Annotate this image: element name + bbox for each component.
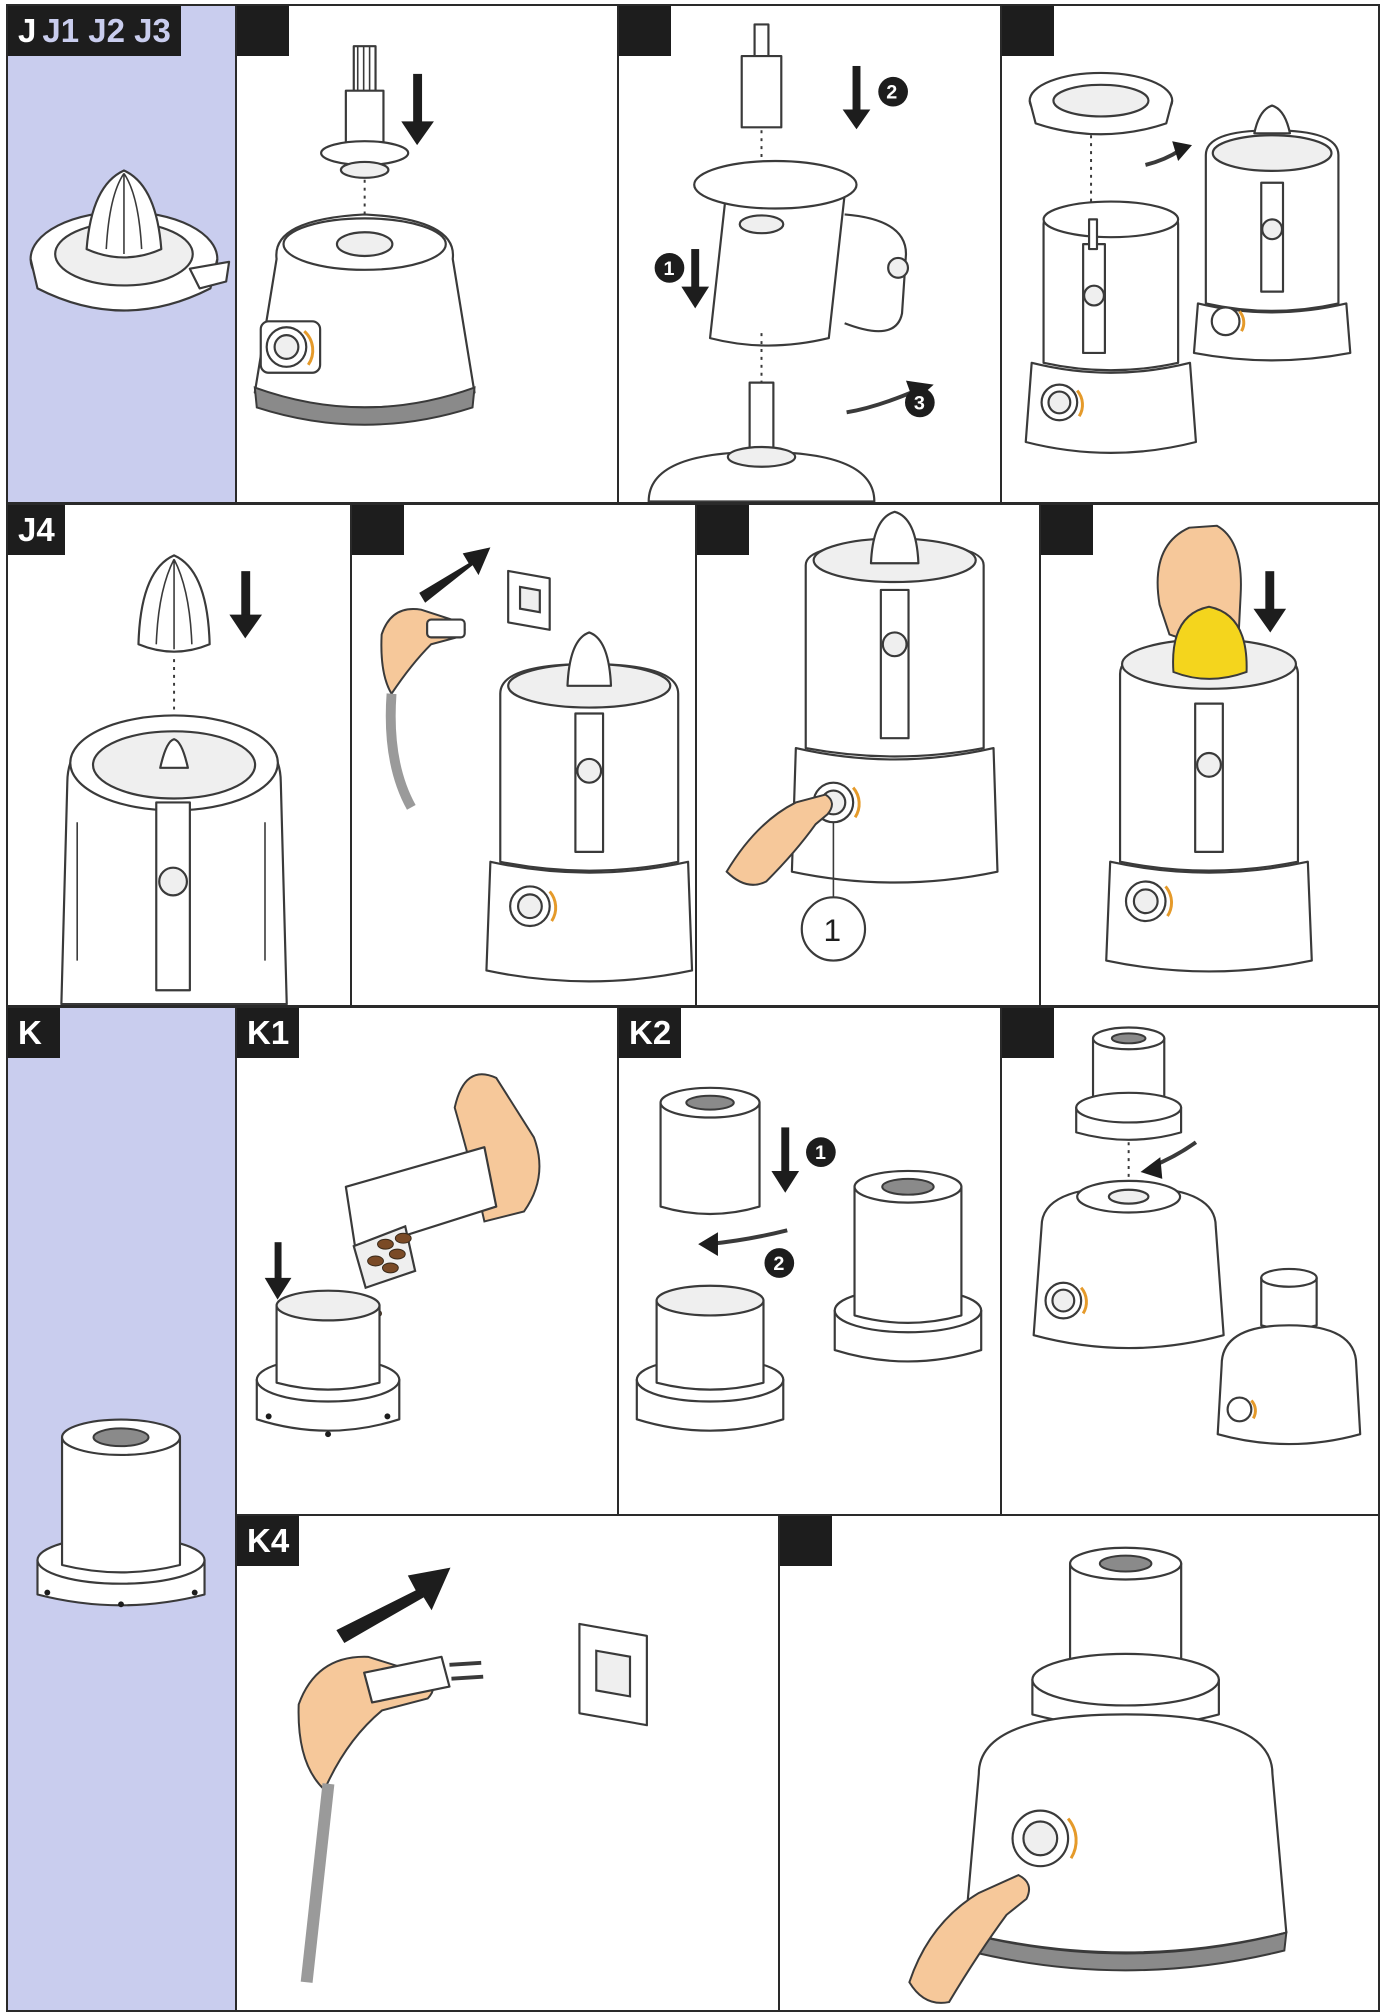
juicer-dome-fitting-illustration [60,554,288,1005]
panel-label-empty [697,505,749,555]
panel-k1: K1 [235,1006,619,1516]
drive-shaft-fitting-illustration [253,45,476,426]
grinder-step-marker-2 [764,1248,795,1278]
panel-step-press-lemon [1039,503,1380,1007]
panel-label-empty [352,505,404,555]
panel-label-j4: J4 [8,505,65,555]
step-marker-1-label: 1 [664,258,675,280]
switch-callout-circle [800,896,867,962]
panel-label-k: K [8,1008,60,1058]
fit-grinder-illustration [1032,1026,1362,1446]
panel-step-plug-in-juicer [350,503,697,1007]
plug-in-juicer-illustration [380,547,694,983]
label-j-sub: J1 J2 J3 [42,12,171,49]
step-marker-1 [654,253,685,283]
step-marker-2-label: 2 [886,82,897,104]
grinder-step-marker-2-label: 2 [773,1253,784,1275]
panel-label-empty [1002,1008,1054,1058]
panel-step-bowl: 2 1 3 [617,4,1002,504]
switch-callout-label: 1 [824,912,842,948]
panel-k4: K4 [235,1514,780,2012]
grinder-assembly-illustration: 1 2 [635,1086,983,1432]
step-marker-3-label: 3 [914,392,925,414]
panel-label-empty [780,1516,832,1566]
panel-label-empty [1002,6,1054,56]
panel-k: K [6,1006,237,2012]
grinder-step-marker-1-label: 1 [815,1142,826,1164]
panel-label-empty [1041,505,1093,555]
grinder-attachment-illustration [36,1418,206,1608]
strainer-fitting-illustration [1024,71,1352,454]
panel-label-empty [237,6,289,56]
panel-label-k1: K1 [237,1008,300,1058]
pour-coffee-beans-illustration [255,1073,541,1438]
press-lemon-illustration [1105,524,1313,973]
bowl-fitting-illustration: 2 1 3 [647,23,935,502]
panel-label-k4: K4 [237,1516,300,1566]
panel-step-drive-shaft [235,4,619,504]
plug-in-grinder-illustration [297,1567,648,1983]
panel-k2: K2 1 2 [617,1006,1002,1516]
panel-step-switch-grinder [778,1514,1380,2012]
switch-on-grinder-illustration [908,1546,1288,2004]
panel-step-fit-grinder [1000,1006,1380,1516]
panel-label-k2: K2 [619,1008,682,1058]
lemon-half [1172,605,1248,680]
panel-j4: J4 [6,503,352,1007]
switch-on-juicer-illustration: 1 [725,510,999,962]
label-j: J [18,12,37,49]
grinder-step-marker-1 [806,1137,836,1167]
step-marker-3 [904,387,935,418]
panel-step-strainer [1000,4,1380,504]
panel-step-switch-on: 1 [695,503,1041,1007]
panel-label-empty [619,6,671,56]
step-marker-2 [878,76,908,107]
juicer-dome-illustration [29,169,231,312]
